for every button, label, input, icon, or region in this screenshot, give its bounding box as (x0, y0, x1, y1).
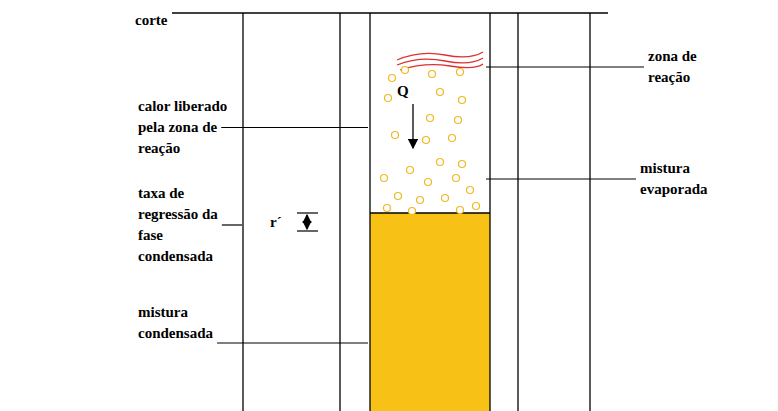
bubble (467, 187, 474, 194)
heat-symbol: Q (397, 81, 409, 102)
bubble (457, 69, 464, 76)
regression-symbol: r´ (270, 212, 282, 233)
bubble (389, 75, 396, 82)
vapor-bubbles (381, 67, 480, 215)
reaction-zone-label: zona de reação (648, 46, 728, 88)
cut-label: corte (135, 10, 167, 31)
leader-line (486, 66, 644, 67)
bubble (407, 167, 414, 174)
bubble (453, 175, 460, 182)
leader-line (221, 127, 368, 128)
tube-walls (172, 13, 608, 411)
regression-bracket (297, 213, 318, 231)
leader-line (222, 224, 242, 225)
bubble (459, 161, 466, 168)
leader-line (217, 342, 368, 343)
bubble (425, 179, 432, 186)
condensed-mixture (370, 213, 490, 411)
bubble (395, 193, 402, 200)
bubble (385, 95, 392, 102)
bubble (437, 89, 444, 96)
bubble (457, 207, 464, 214)
bubble (417, 197, 424, 204)
bubble (442, 195, 449, 202)
bubble (423, 137, 430, 144)
bubble (381, 175, 388, 182)
bubble (427, 115, 434, 122)
bubble (409, 208, 416, 215)
leader-line (486, 178, 636, 179)
evaporated-label: mistura evaporada (640, 158, 730, 200)
bubble (384, 205, 391, 212)
bubble (455, 117, 462, 124)
bubble (429, 71, 436, 78)
condensed-label: mistura condensada (138, 302, 238, 344)
bubble (402, 67, 409, 74)
bubble (437, 159, 444, 166)
heat-label: calor liberado pela zona de reação (138, 96, 248, 159)
bubble (459, 97, 466, 104)
bubble (449, 135, 456, 142)
regression-label: taxa de regressão da fase condensada (138, 183, 238, 267)
bubble (392, 132, 399, 139)
leader-lines (217, 67, 644, 343)
reaction-zone (397, 52, 483, 70)
heat-arrow (412, 104, 413, 148)
bubble (473, 203, 480, 210)
